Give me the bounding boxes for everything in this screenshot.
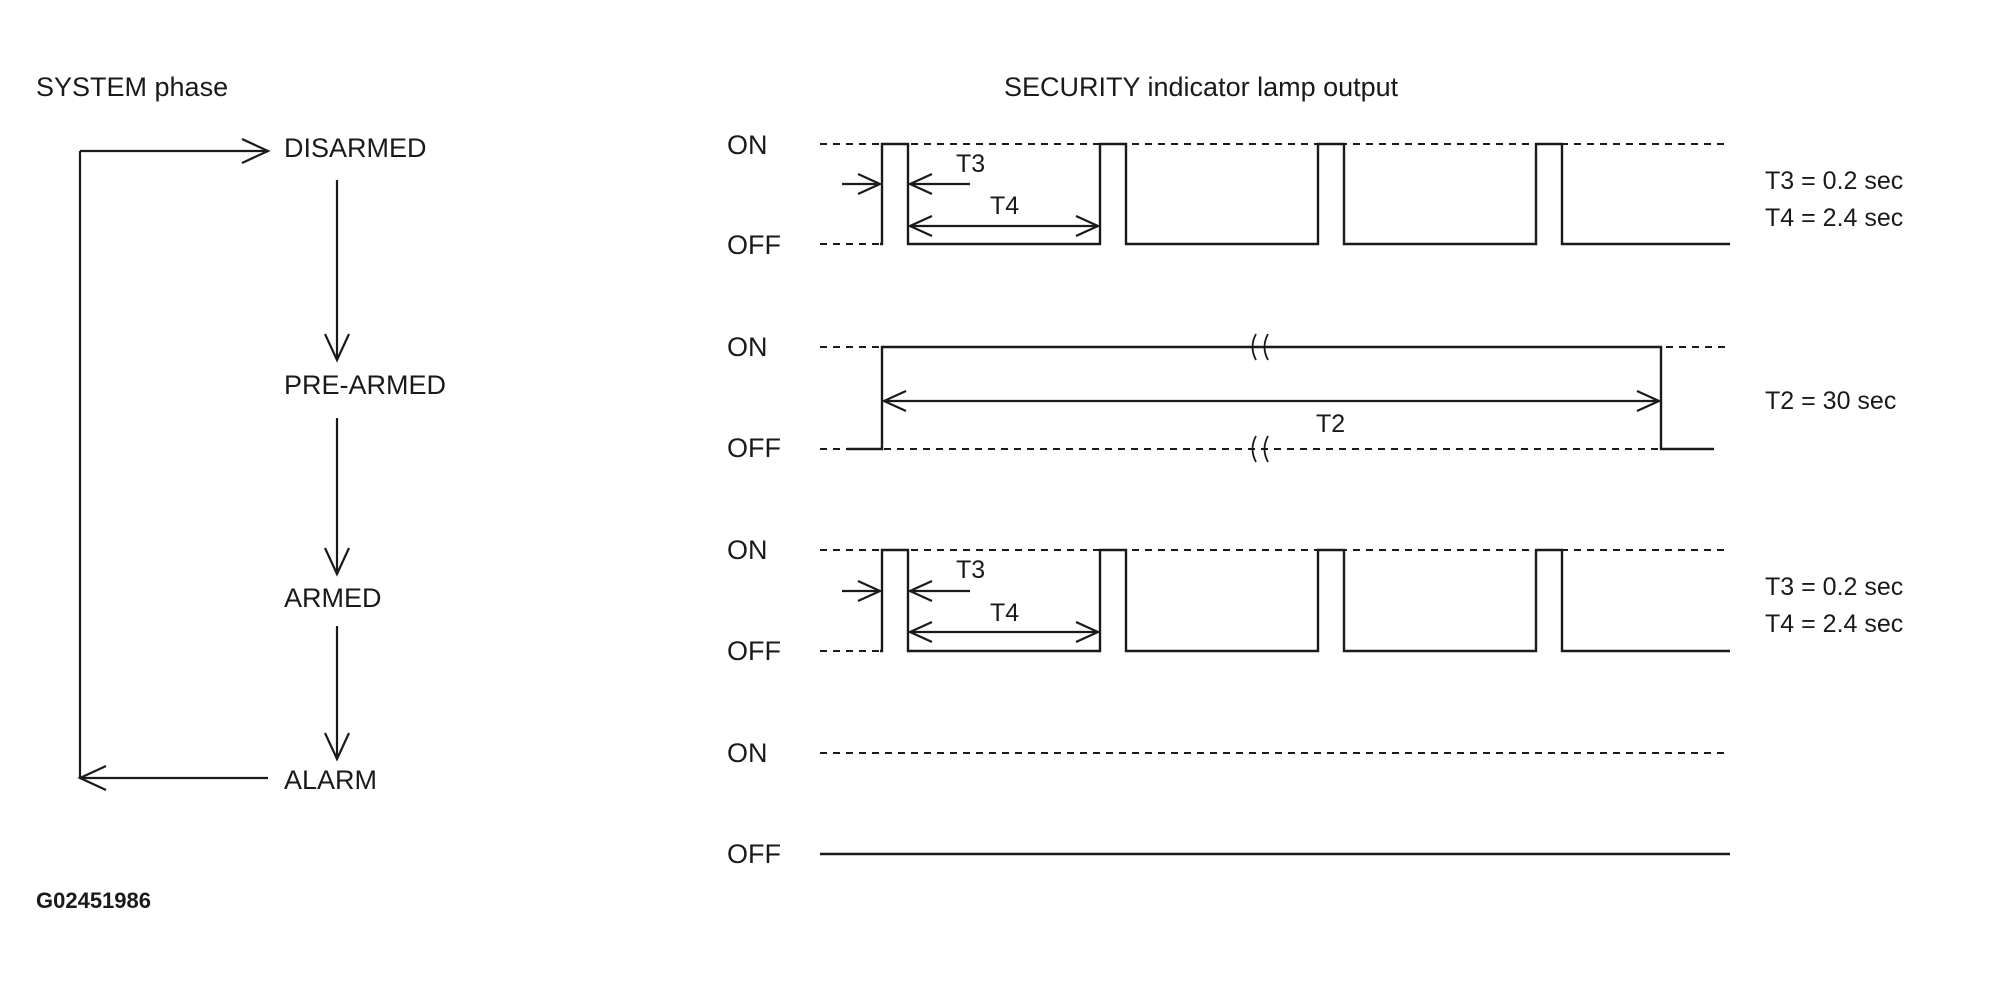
row-armed-note-t3: T3 = 0.2 sec — [1765, 573, 1903, 601]
row-alarm-waveform: ON OFF — [727, 738, 1730, 869]
row-pre-armed-waveform: ON OFF T2 T2 = 30 sec — [727, 332, 1896, 463]
phase-alarm: ALARM — [284, 765, 377, 795]
system-phase-heading: SYSTEM phase — [36, 72, 228, 102]
row-armed-note-t4: T4 = 2.4 sec — [1765, 610, 1903, 638]
phase-flow-arrows — [77, 138, 350, 791]
row-disarmed-waveform: ON OFF T3 T4 T3 = 0.2 sec T4 = 2.4 sec — [727, 130, 1903, 260]
row-disarmed-t4-label: T4 — [990, 192, 1019, 220]
row-disarmed-on-label: ON — [727, 130, 768, 160]
row-pre-armed-on-label: ON — [727, 332, 768, 362]
lamp-output-heading: SECURITY indicator lamp output — [1004, 72, 1399, 102]
row-disarmed-note-t4: T4 = 2.4 sec — [1765, 204, 1903, 232]
row-pre-armed-note-t2: T2 = 30 sec — [1765, 387, 1896, 415]
row-armed-on-label: ON — [727, 535, 768, 565]
row-armed-off-label: OFF — [727, 636, 781, 666]
row-alarm-off-label: OFF — [727, 839, 781, 869]
row-disarmed-off-label: OFF — [727, 230, 781, 260]
row-armed-t3-label: T3 — [956, 556, 985, 584]
figure-code: G02451986 — [36, 888, 151, 913]
phase-pre-armed: PRE-ARMED — [284, 370, 446, 400]
row-armed-t4-label: T4 — [990, 599, 1019, 627]
row-alarm-on-label: ON — [727, 738, 768, 768]
phase-armed: ARMED — [284, 583, 382, 613]
row-disarmed-t3-label: T3 — [956, 150, 985, 178]
row-pre-armed-off-label: OFF — [727, 433, 781, 463]
phase-disarmed: DISARMED — [284, 133, 427, 163]
row-armed-waveform: ON OFF T3 T4 T3 = 0.2 sec T4 = 2.4 sec — [727, 535, 1903, 666]
row-disarmed-note-t3: T3 = 0.2 sec — [1765, 167, 1903, 195]
row-pre-armed-t2-label: T2 — [1316, 410, 1345, 438]
